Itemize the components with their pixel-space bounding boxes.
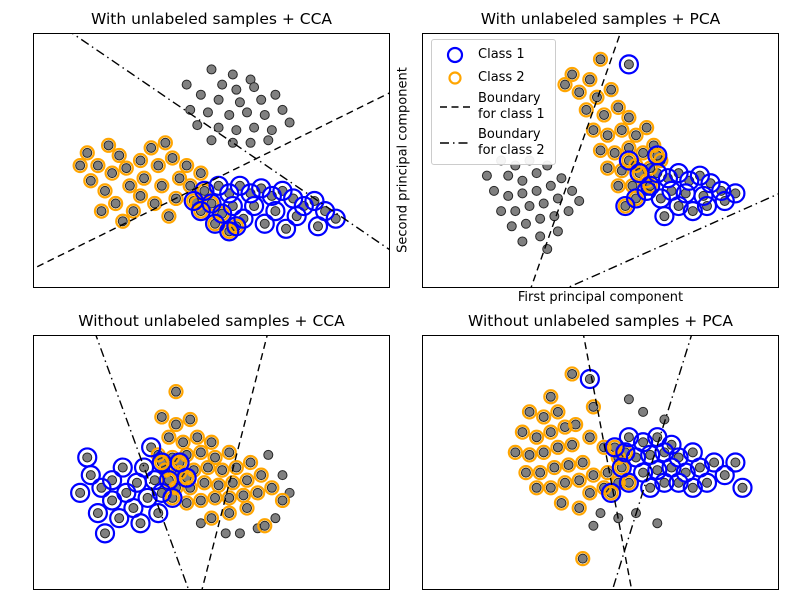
legend-label: Class 1	[478, 46, 525, 62]
legend-item: Class 1	[438, 45, 545, 65]
decision-boundaries	[34, 34, 389, 270]
class1-rings	[579, 368, 753, 503]
legend-label: Boundary for class 1	[478, 91, 545, 123]
unlabeled-points	[481, 54, 741, 255]
subplot-canvas-without-unlabeled-cca	[33, 335, 390, 590]
subplot-canvas-with-unlabeled-cca	[33, 33, 390, 288]
class2-marker-icon	[448, 71, 462, 85]
legend-item: Boundary for class 2	[438, 127, 545, 160]
legend-item: Class 2	[438, 68, 545, 88]
subplot-title: Without unlabeled samples + PCA	[468, 312, 733, 330]
decision-boundaries	[582, 336, 692, 589]
legend-label: Boundary for class 2	[478, 126, 545, 158]
boundary-class-2	[567, 193, 778, 287]
subplot-title: With unlabeled samples + CCA	[90, 10, 333, 28]
dashed-line-icon	[440, 106, 470, 108]
class1-rings	[615, 54, 746, 227]
subplot-title: With unlabeled samples + PCA	[480, 10, 721, 28]
class1-rings	[183, 175, 346, 242]
legend-item: Boundary for class 1	[438, 91, 545, 124]
boundary-class-1	[530, 34, 621, 287]
subplot-title: Without unlabeled samples + CCA	[78, 312, 345, 330]
unlabeled-points	[75, 386, 295, 539]
boundary-class-2	[72, 34, 389, 251]
class2-rings	[150, 384, 291, 534]
decision-boundaries	[530, 34, 778, 287]
class2-rings	[557, 51, 669, 214]
class1-rings	[70, 437, 197, 544]
dashdot-line-icon	[440, 142, 470, 144]
y-axis-label: Second principal component	[395, 67, 411, 253]
class2-rings	[507, 366, 637, 567]
class1-marker-icon	[446, 46, 464, 64]
x-axis-label: First principal component	[517, 290, 684, 305]
subplot-without-unlabeled-pca: Without unlabeled samples + PCA	[422, 310, 779, 590]
unlabeled-points	[510, 368, 748, 564]
boundary-class-2	[611, 336, 692, 589]
subplot-with-unlabeled-cca: With unlabeled samples + CCA	[33, 8, 390, 288]
legend-label: Class 2	[478, 69, 525, 85]
subplot-without-unlabeled-cca: Without unlabeled samples + CCA	[33, 310, 390, 590]
subplot-canvas-without-unlabeled-pca	[422, 335, 779, 590]
